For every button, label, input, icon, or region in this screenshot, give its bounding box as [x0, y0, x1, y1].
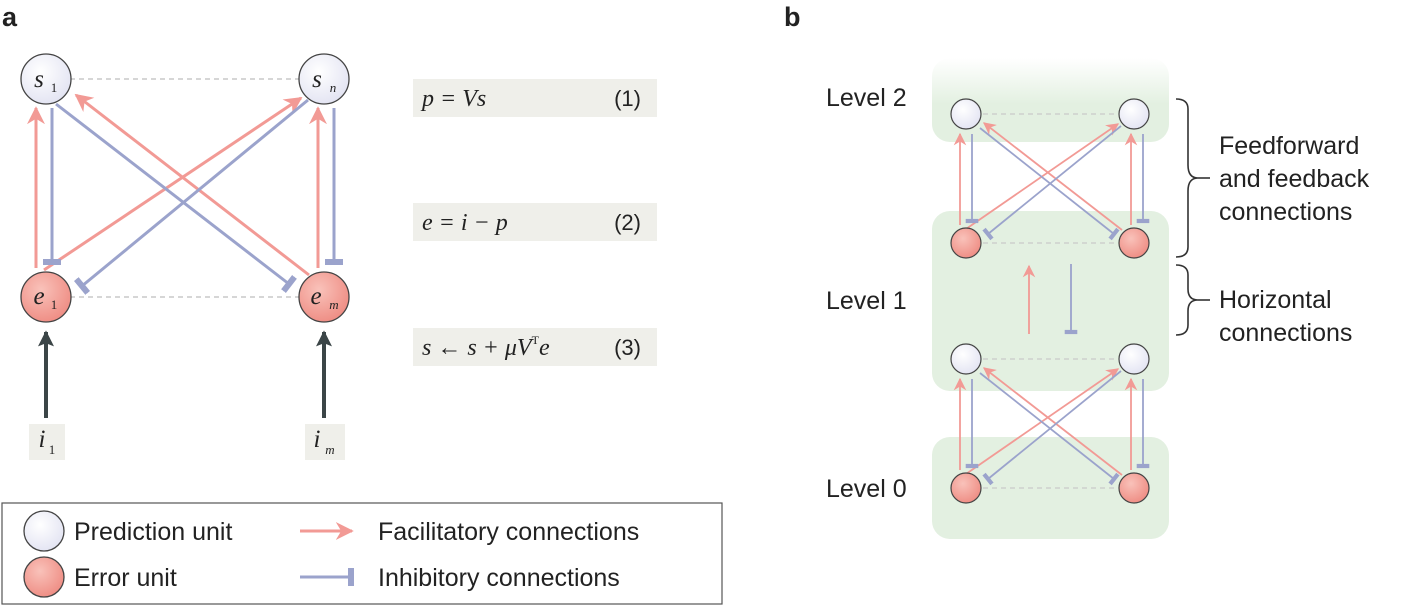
b-prediction-unit	[950, 98, 982, 130]
level-2-band	[932, 58, 1169, 142]
svg-text:connections: connections	[1219, 198, 1352, 226]
svg-text:m: m	[325, 442, 334, 457]
svg-text:Feedforward: Feedforward	[1219, 132, 1359, 160]
error-unit-em: e m	[298, 271, 350, 323]
b-prediction-unit	[950, 343, 982, 375]
svg-text:s: s	[34, 66, 44, 93]
svg-text:n: n	[330, 80, 337, 95]
equation-1: p = Vs (1)	[413, 79, 657, 117]
svg-text:1: 1	[51, 297, 58, 312]
svg-text:i: i	[314, 426, 321, 453]
level-1-label: Level 1	[826, 287, 907, 315]
legend-prediction-label: Prediction unit	[74, 518, 232, 546]
bracket-feedforward	[1175, 98, 1199, 258]
panel-b-upper-network	[950, 98, 1150, 259]
b-error-unit	[950, 472, 982, 504]
svg-text:m: m	[329, 297, 338, 312]
b-prediction-unit	[1118, 98, 1150, 130]
panel-b-lower-network	[950, 343, 1150, 504]
svg-text:(3): (3)	[614, 335, 641, 360]
svg-text:1: 1	[51, 80, 58, 95]
level-1-band	[932, 211, 1169, 391]
svg-text:e: e	[33, 283, 44, 310]
error-unit-e1: e 1	[20, 271, 72, 323]
b-error-unit	[1118, 472, 1150, 504]
svg-text:(1): (1)	[614, 86, 641, 111]
level-0-label: Level 0	[826, 475, 907, 503]
svg-text:p = Vs: p = Vs	[420, 86, 486, 112]
svg-text:s: s	[312, 66, 322, 93]
legend-error-label: Error unit	[74, 564, 177, 592]
equation-3: s ← s + μVTe (3)	[413, 328, 657, 366]
svg-text:e: e	[310, 283, 321, 310]
svg-text:i: i	[39, 426, 46, 453]
equation-2: e = i − p (2)	[413, 203, 657, 241]
panel-b-label: b	[784, 2, 801, 32]
bracket-feedforward-label: Feedforward and feedback connections	[1219, 132, 1370, 226]
facilitatory-em-s1	[74, 93, 310, 277]
prediction-unit-s1: s 1	[20, 53, 72, 105]
svg-text:and feedback: and feedback	[1219, 165, 1370, 193]
input-i1: i 1	[29, 424, 65, 460]
legend-facilitatory-label: Facilitatory connections	[378, 518, 639, 546]
panel-a-network: s 1 s n e 1 e m i 1 i m	[20, 53, 350, 460]
svg-text:e = i − p: e = i − p	[422, 210, 508, 236]
facilitatory-e1-sn	[43, 96, 303, 272]
svg-text:Horizontal: Horizontal	[1219, 286, 1332, 314]
bracket-horizontal-label: Horizontal connections	[1219, 286, 1352, 347]
bracket-horizontal	[1175, 264, 1199, 336]
prediction-unit-sn: s n	[298, 53, 350, 105]
input-im: i m	[305, 424, 345, 460]
inhibitory-sn-e1	[73, 98, 309, 295]
level-2-label: Level 2	[826, 84, 907, 112]
legend-error-unit-icon	[23, 556, 65, 598]
legend-prediction-unit-icon	[23, 510, 65, 552]
svg-text:(2): (2)	[614, 210, 641, 235]
b-prediction-unit	[1118, 343, 1150, 375]
inhibitory-s1-em	[55, 102, 297, 293]
svg-text:connections: connections	[1219, 319, 1352, 347]
legend-inhibitory-label: Inhibitory connections	[378, 564, 620, 592]
b-error-unit	[1118, 227, 1150, 259]
svg-text:s ← s + μVTe: s ← s + μVTe	[422, 333, 550, 361]
panel-a-label: a	[2, 2, 18, 32]
svg-text:1: 1	[49, 442, 56, 457]
b-error-unit	[950, 227, 982, 259]
legend: Prediction unit Error unit Facilitatory …	[1, 502, 723, 605]
